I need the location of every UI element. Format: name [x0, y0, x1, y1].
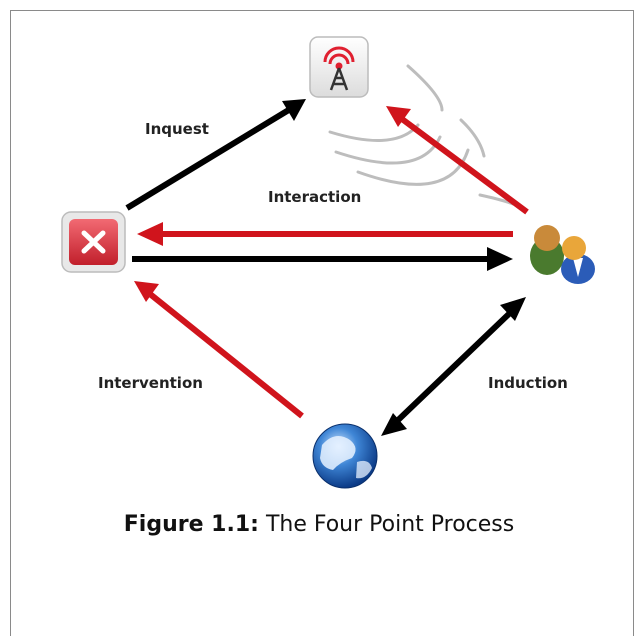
close-x-icon — [61, 211, 126, 273]
left-to-right-arrow — [132, 247, 513, 271]
inquest-label: Inquest — [145, 120, 209, 138]
intervention-arrow — [134, 281, 304, 419]
globe-icon — [312, 423, 378, 489]
figure-caption: Figure 1.1: The Four Point Process — [0, 512, 638, 537]
right-to-top-arrow — [386, 106, 529, 215]
people-icon — [530, 225, 595, 284]
figure-frame — [10, 10, 634, 636]
caption-prefix: Figure 1.1: — [123, 512, 259, 537]
intervention-label: Intervention — [98, 374, 203, 392]
inquest-arrow — [125, 99, 306, 211]
interaction-arrow — [137, 222, 513, 246]
induction-arrow — [381, 297, 526, 436]
induction-label: Induction — [488, 374, 568, 392]
antenna-signal-icon — [309, 36, 369, 98]
interaction-label: Interaction — [268, 188, 362, 206]
caption-text: The Four Point Process — [265, 512, 515, 537]
